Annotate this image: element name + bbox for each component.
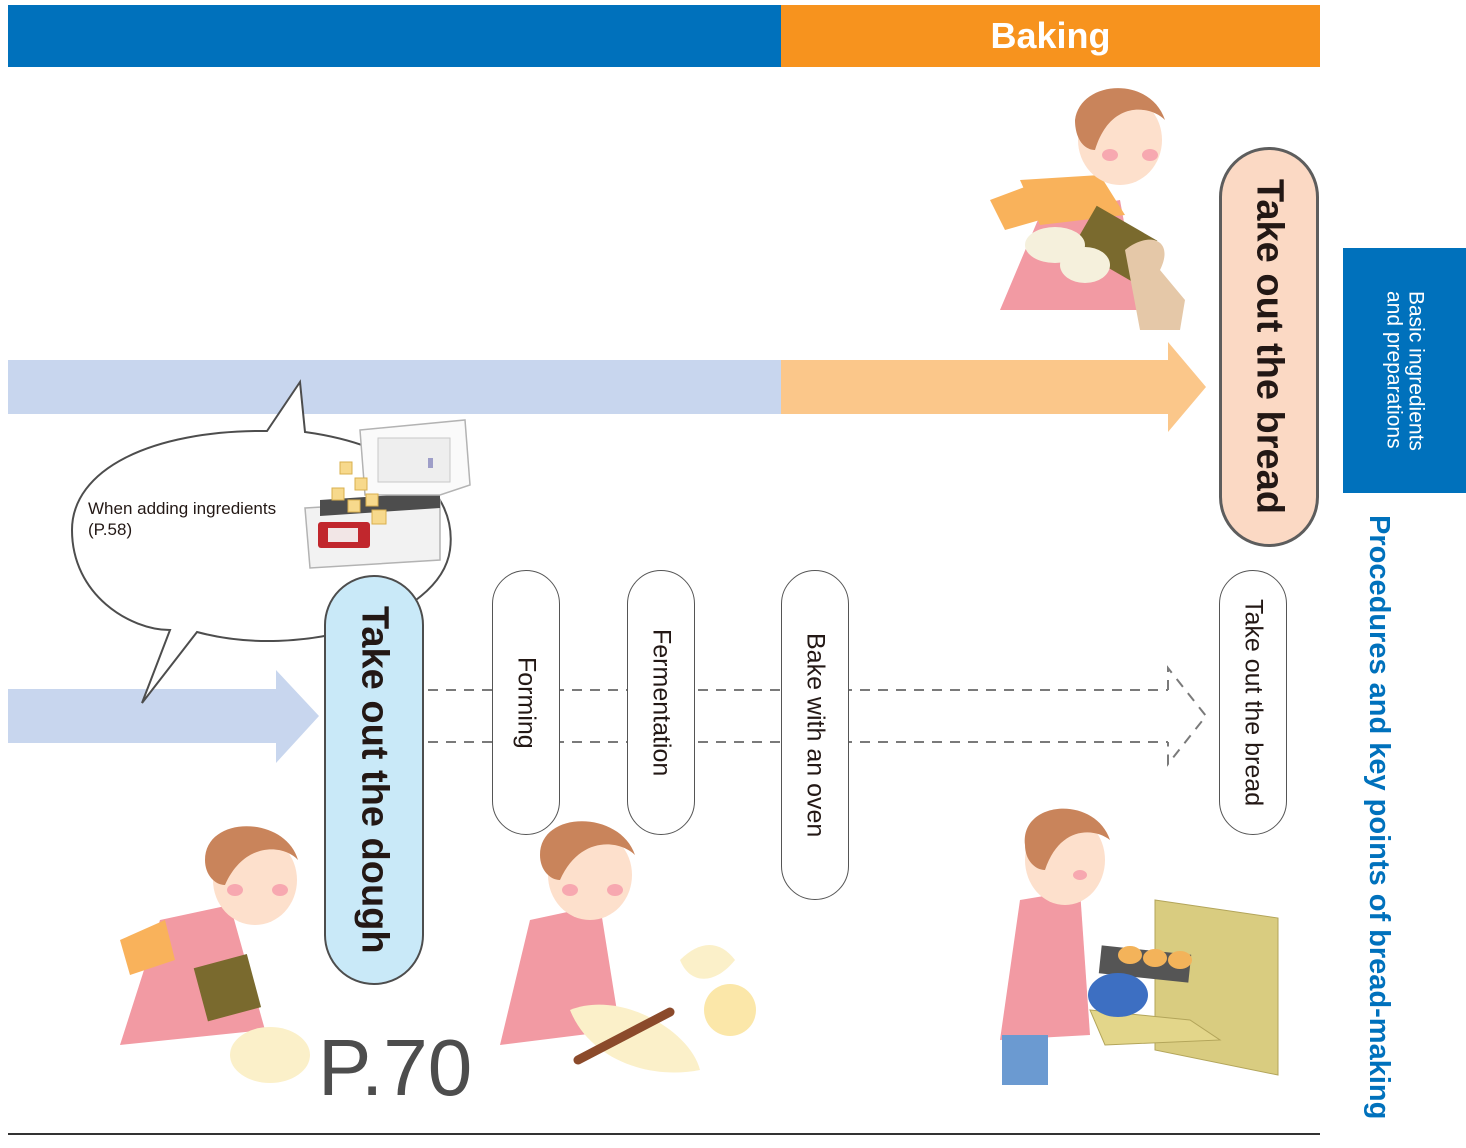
baking-label: Baking <box>990 15 1111 56</box>
sidebar-tab-label: Basic ingredients and preparations <box>1382 290 1428 451</box>
step-forming-label: Forming <box>512 656 541 749</box>
step-take-out-bread-label: Take out the bread <box>1239 598 1268 807</box>
sidebar-section-title-label: Procedures and key points of bread-makin… <box>1363 515 1395 1120</box>
header-bar-baking: Baking <box>781 5 1320 67</box>
page-reference[interactable]: P.70 <box>318 1023 473 1112</box>
bread-machine-illustration <box>304 419 471 569</box>
woman-forming-dough-illustration <box>500 821 756 1073</box>
woman-baking-oven-illustration <box>1000 808 1279 1085</box>
step-bake-with-oven-label: Bake with an oven <box>801 632 830 838</box>
step-take-out-dough-label: Take out the dough <box>353 606 396 954</box>
step-fermentation-label: Fermentation <box>647 628 676 777</box>
step-take-out-dough: Take out the dough <box>324 575 424 985</box>
header-bar-blue <box>8 5 781 67</box>
step-take-out-bread: Take out the bread <box>1219 570 1287 835</box>
step-take-out-bread-main-label: Take out the bread <box>1248 179 1291 515</box>
woman-holding-pan-illustration <box>990 88 1185 330</box>
step-fermentation: Fermentation <box>627 570 695 835</box>
lower-arrow-blue <box>8 670 319 763</box>
upper-arrow-orange <box>781 342 1206 432</box>
bottom-rule <box>8 1133 1320 1135</box>
sidebar-tab[interactable]: Basic ingredients and preparations <box>1343 248 1466 493</box>
step-bake-with-oven: Bake with an oven <box>781 570 849 900</box>
step-forming: Forming <box>492 570 560 835</box>
woman-with-dough-illustration <box>120 826 310 1083</box>
step-take-out-bread-main: Take out the bread <box>1219 147 1319 547</box>
balloon-text: When adding ingredients (P.58) <box>88 499 277 539</box>
sidebar-section-title: Procedures and key points of bread-makin… <box>1362 515 1412 1148</box>
upper-arrow-blue <box>8 360 783 414</box>
